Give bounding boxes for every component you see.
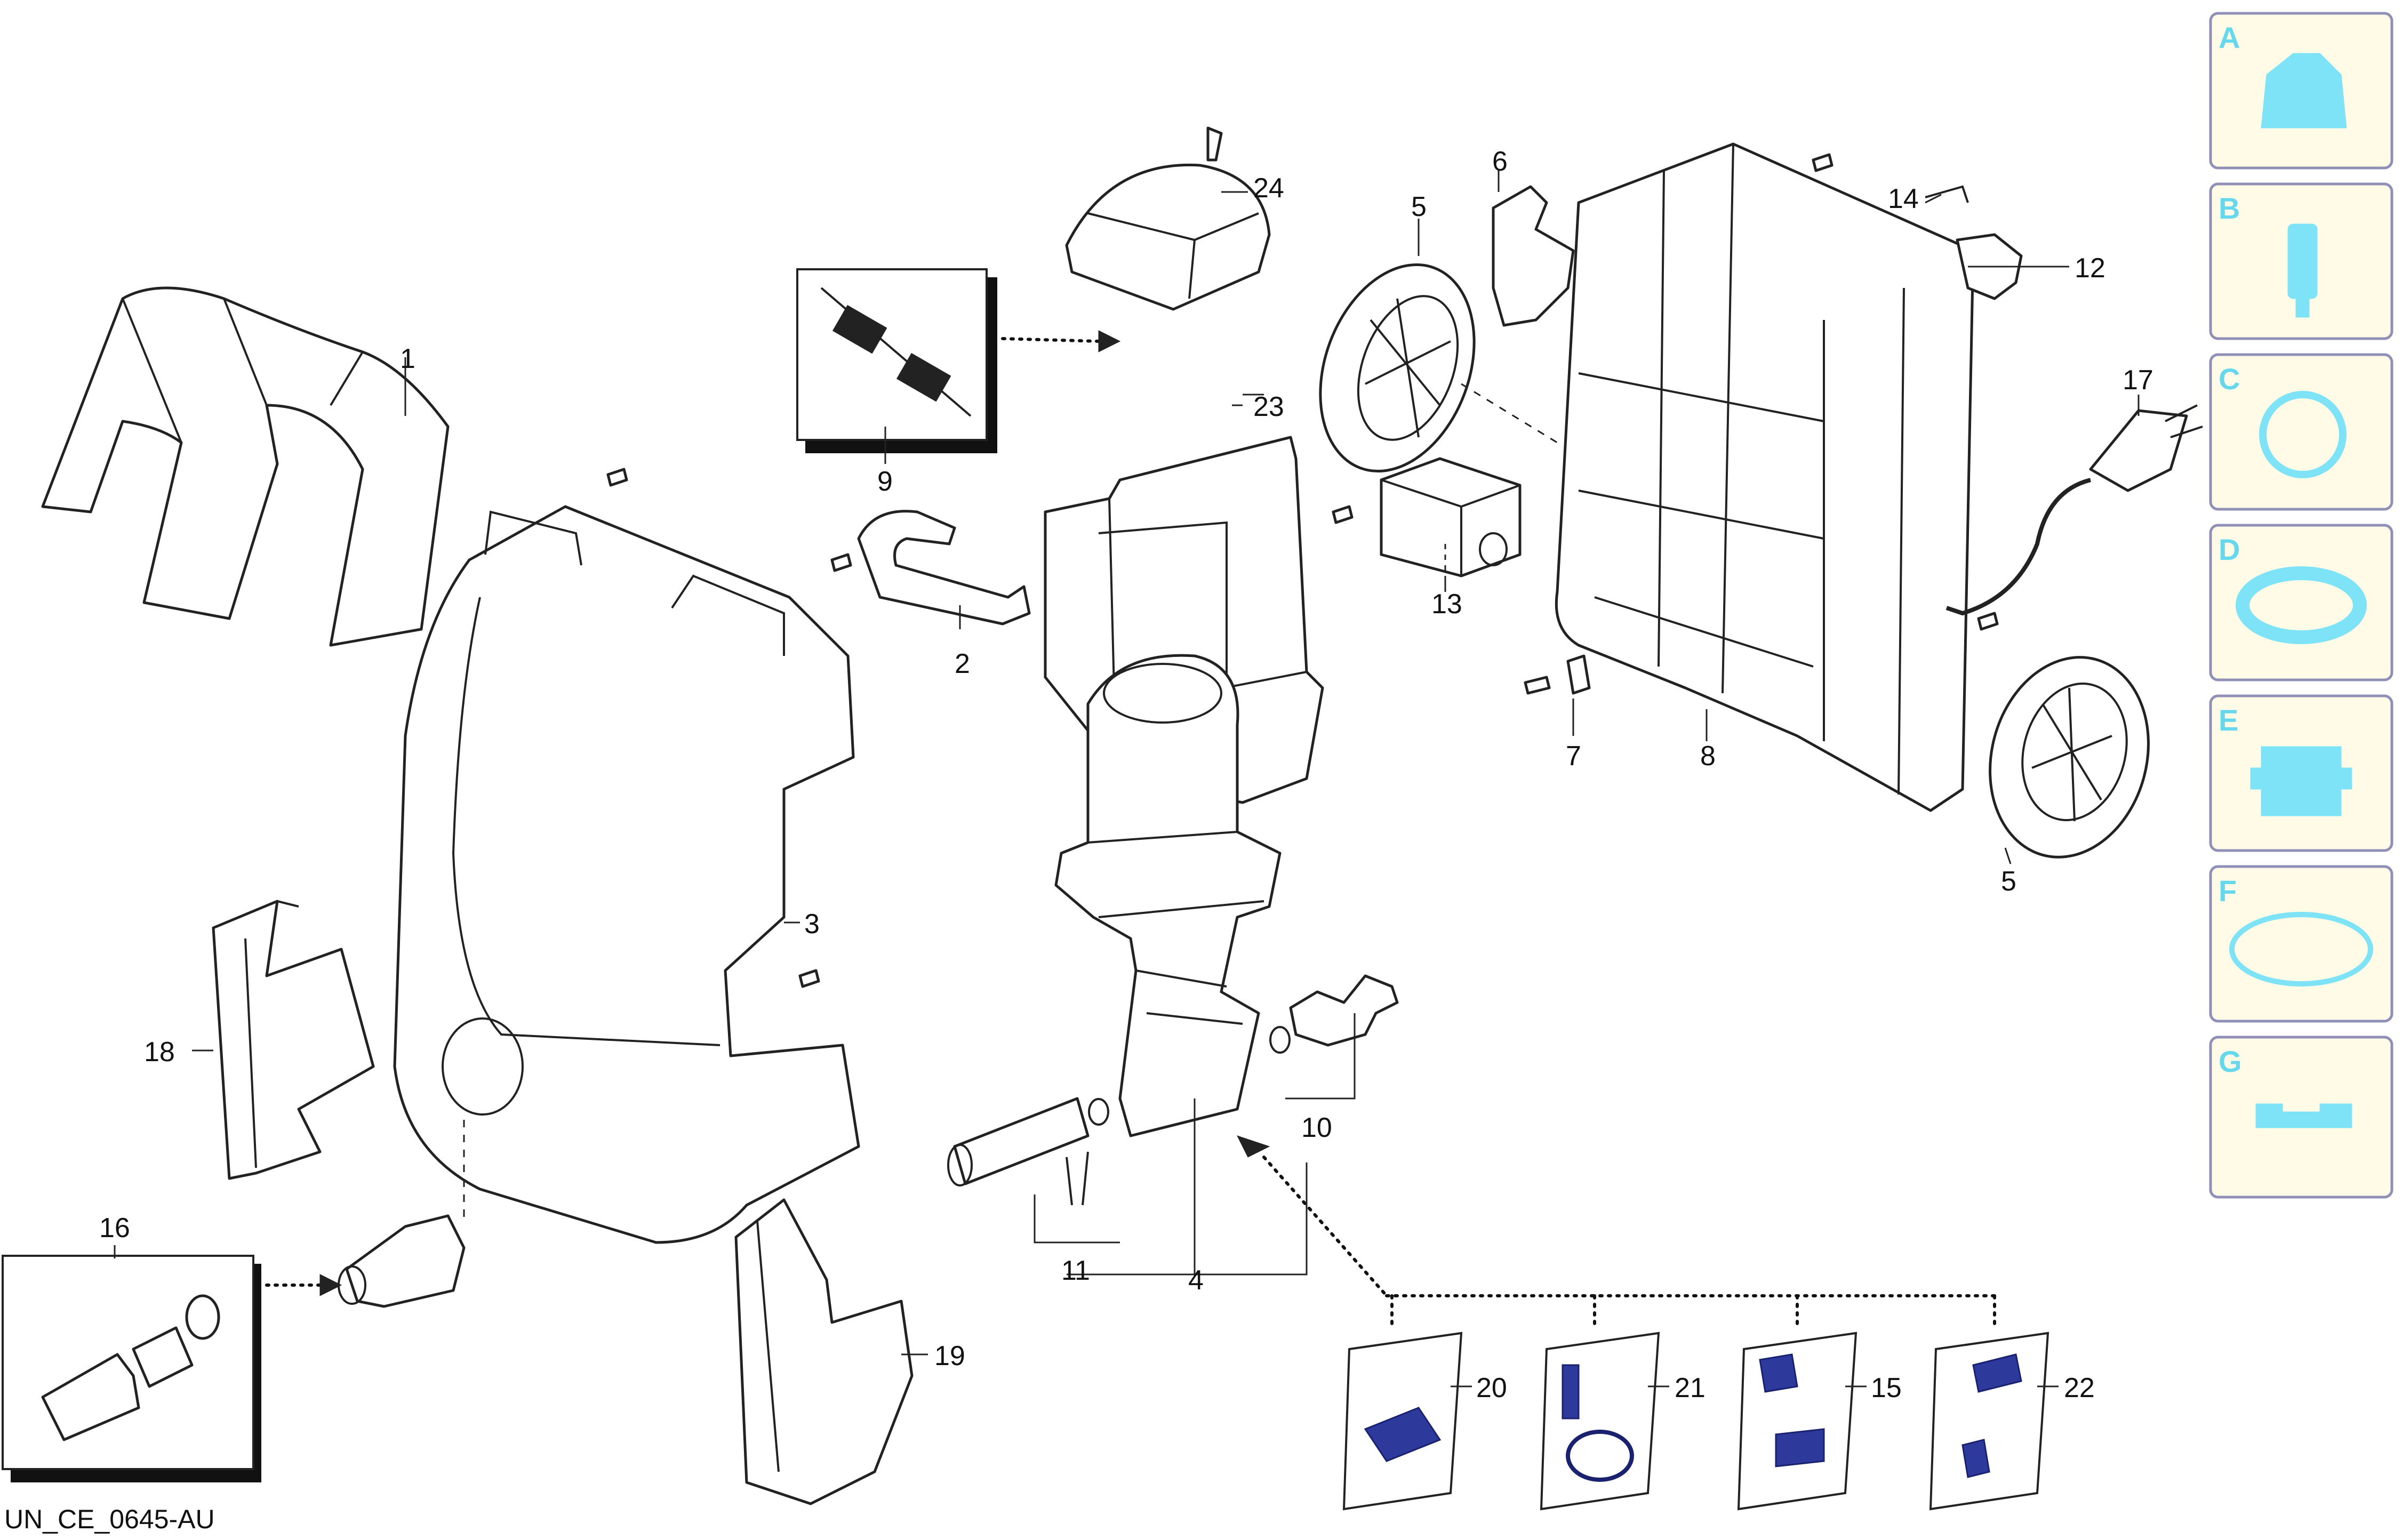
callout-18: 18: [144, 1037, 175, 1068]
callout-14: 14: [1888, 183, 1919, 214]
kit-letter-g: G: [2219, 1045, 2242, 1078]
kit-letter-e: E: [2219, 703, 2238, 737]
kit-letter-a: A: [2219, 21, 2240, 54]
part-3-housing: [393, 505, 860, 1244]
kit-legend-b: B: [2209, 182, 2393, 340]
part-24-motor-cap: [1065, 126, 1271, 311]
kit-bag-21: [1540, 1332, 1660, 1511]
part-5-wheel-top: [1319, 263, 1476, 473]
part-8-frame: [1555, 142, 1975, 812]
inset-part-9: [796, 268, 1121, 453]
kit-bag-22: [1929, 1332, 2049, 1511]
kit-connector: [1237, 1135, 1996, 1329]
callout-6: 6: [1492, 146, 1508, 177]
part-7-clip: [1524, 654, 1591, 695]
callout-16: 16: [99, 1213, 130, 1244]
kit-icon-e: [2250, 746, 2352, 816]
callout-8: 8: [1700, 741, 1716, 772]
leader-lines: [114, 171, 2140, 1387]
callout-4: 4: [1188, 1265, 1204, 1296]
callout-11: 11: [1061, 1255, 1090, 1286]
part-17-power-cord: [1945, 404, 2203, 616]
part-6-cap: [1492, 185, 1575, 327]
kit-legend-g: G: [2209, 1036, 2393, 1199]
kit-legend-c: C: [2209, 353, 2393, 511]
part-10-connector: [1269, 974, 1399, 1054]
callout-17: 17: [2123, 365, 2153, 396]
kit-legend: A B C D E F G: [2209, 12, 2393, 1199]
callout-22: 22: [2064, 1373, 2095, 1403]
screws: [606, 153, 1999, 988]
part-19-bottom-cover: [734, 1198, 914, 1505]
kit-icon-d: [2236, 566, 2367, 644]
callout-13: 13: [1431, 589, 1462, 620]
callout-9: 9: [877, 466, 893, 497]
diagram-code: UN_CE_0645-AU: [4, 1504, 215, 1534]
kit-bag-15: [1737, 1332, 1857, 1511]
kit-legend-e: E: [2209, 694, 2393, 852]
callout-5-bottom: 5: [2001, 866, 2016, 897]
callout-20: 20: [1476, 1373, 1507, 1403]
part-11-inlet-pipe: [947, 1097, 1109, 1206]
callout-labels: 1 2 3 4 5 5 6 7 8 9 10 11 12 13 14 15 16…: [99, 146, 2153, 1403]
callout-15: 15: [1871, 1373, 1902, 1403]
part-13-switch: [1380, 457, 1522, 578]
kit-icon-c: [2259, 391, 2347, 478]
callout-24: 24: [1253, 173, 1284, 204]
kit-letter-f: F: [2219, 874, 2237, 908]
kit-legend-d: D: [2209, 524, 2393, 681]
part-14-pin: [1925, 185, 1969, 203]
callout-2: 2: [955, 648, 970, 679]
callout-3: 3: [804, 909, 820, 940]
callout-7: 7: [1566, 741, 1581, 772]
kit-icon-a: [2261, 53, 2347, 129]
kit-legend-a: A: [2209, 12, 2393, 170]
part-2-bracket: [857, 510, 1031, 625]
part-1-handle: [41, 286, 450, 647]
inset-part-16: [2, 1214, 466, 1482]
kit-icon-b: [2287, 223, 2318, 299]
callout-21: 21: [1675, 1373, 1706, 1403]
kit-icon-f: [2229, 912, 2373, 986]
kit-legend-f: F: [2209, 865, 2393, 1023]
kit-letter-c: C: [2219, 362, 2240, 396]
callout-1: 1: [400, 343, 415, 374]
kit-icon-g: [2255, 1103, 2352, 1128]
kit-letter-d: D: [2219, 533, 2240, 566]
part-4-pump: [1054, 654, 1282, 1137]
part-5-wheel-bottom: [1989, 656, 2150, 859]
kit-bag-20: [1342, 1332, 1463, 1511]
callout-10: 10: [1301, 1112, 1332, 1143]
callout-12: 12: [2075, 253, 2105, 284]
part-18-side-cover: [212, 900, 375, 1180]
callout-5-top: 5: [1411, 191, 1427, 222]
kit-letter-b: B: [2219, 191, 2240, 225]
callout-19: 19: [934, 1341, 965, 1371]
callout-23: 23: [1253, 391, 1284, 422]
